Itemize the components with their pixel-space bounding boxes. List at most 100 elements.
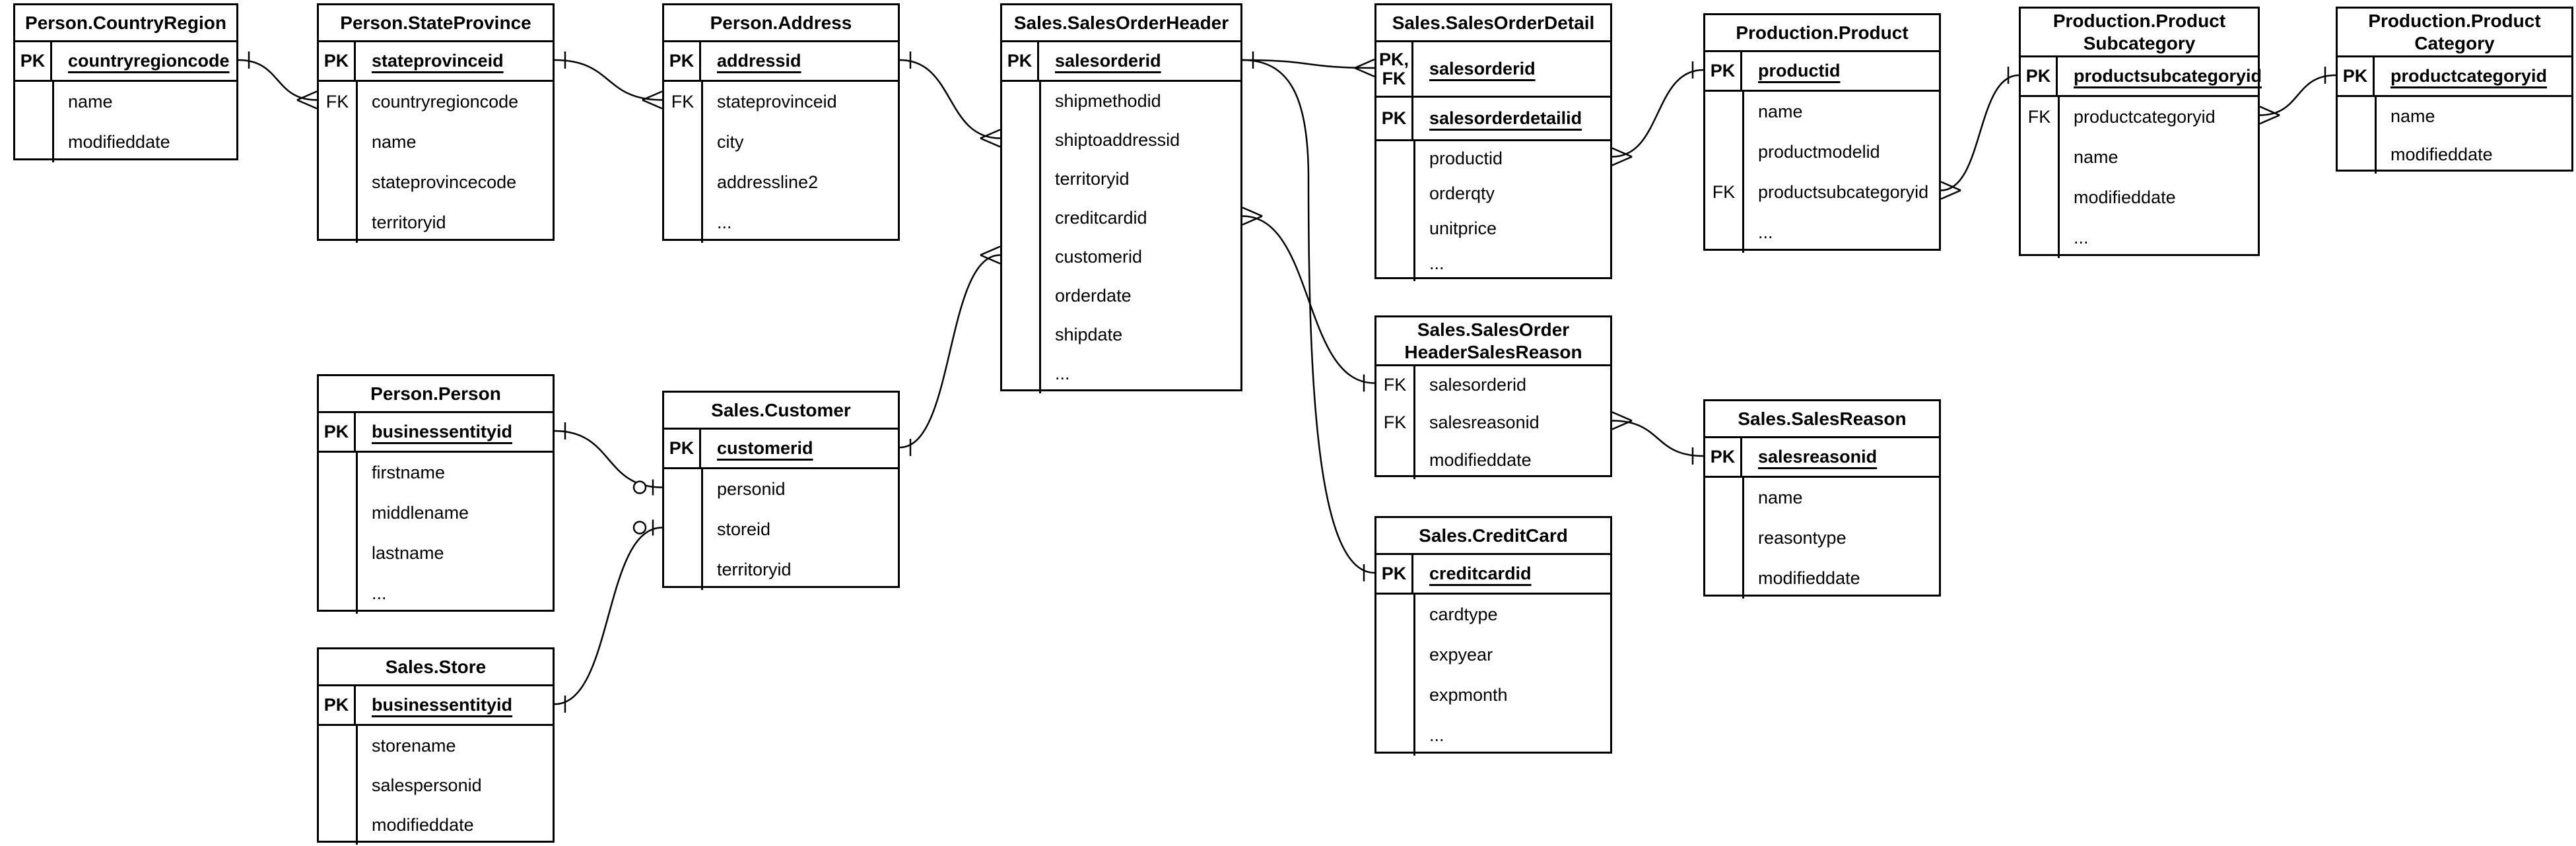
- key-badge: PK: [664, 42, 701, 80]
- crow-foot-stateprovince-address: [642, 90, 663, 101]
- column-label: countryregioncode: [68, 51, 230, 71]
- key-badge: FK: [1383, 412, 1407, 433]
- column-label: orderdate: [1055, 286, 1132, 306]
- key-badge: [319, 122, 356, 162]
- attribute-row: modifieddate: [2021, 178, 2258, 218]
- table-title: Sales.Customer: [664, 393, 898, 430]
- table-title-line: Person.Address: [710, 12, 852, 33]
- column-label: modifieddate: [1758, 568, 1860, 588]
- key-badge: [1002, 160, 1039, 199]
- column-label: name: [68, 92, 113, 112]
- attribute-row: name: [1705, 478, 1939, 518]
- attribute-row: customerid: [1002, 238, 1240, 277]
- column-label: name: [2074, 147, 2118, 167]
- key-badge: [1705, 212, 1742, 253]
- column-label: customerid: [1055, 247, 1143, 267]
- crow-foot-address-salesorderheader: [980, 129, 1001, 139]
- key-badge: [15, 122, 52, 162]
- key-badge: [1705, 558, 1742, 599]
- key-badge: [1376, 675, 1413, 715]
- column-label: personid: [717, 479, 786, 499]
- key-badge: [2338, 97, 2375, 135]
- crow-foot-salesorderdetail-product: [1611, 147, 1633, 158]
- column-label: unitprice: [1429, 218, 1497, 238]
- relationship-salesorderdetail-product: [1611, 69, 1704, 158]
- attribute-row: name: [15, 82, 236, 122]
- relationship-product-subcategory: [1940, 74, 2019, 191]
- attribute-row: name: [1705, 92, 1939, 132]
- attribute-row: FK productsubcategoryid: [1705, 172, 1939, 212]
- attribute-row: reasontype: [1705, 518, 1939, 558]
- attribute-row: storename: [319, 726, 553, 765]
- key-badge: PK: [1705, 438, 1742, 476]
- crow-foot-customer-salesorderheader: [980, 254, 1001, 265]
- key-badge: [1376, 176, 1413, 211]
- crow-foot-address-salesorderheader: [980, 137, 1001, 148]
- column-label: ...: [717, 212, 732, 232]
- crow-foot-sohsr-salesreason: [1611, 420, 1633, 430]
- crow-foot-product-subcategory: [1940, 189, 1961, 200]
- crow-foot-stateprovince-address: [642, 99, 663, 110]
- key-badge: [319, 765, 356, 805]
- zero-circle-store-customer: [632, 521, 647, 535]
- attribute-row: ...: [1376, 715, 1610, 756]
- table-title-line: Sales.SalesOrderHeader: [1013, 12, 1229, 33]
- attribute-row: name: [2021, 137, 2258, 178]
- key-badge: PK: [2338, 57, 2375, 95]
- attribute-row: unitprice: [1376, 211, 1610, 246]
- column-label: productsubcategoryid: [1758, 182, 1929, 202]
- column-label: reasontype: [1758, 528, 1847, 548]
- key-badge: PK: [15, 42, 52, 80]
- key-badge: PK: [1376, 98, 1413, 139]
- table-title-line: Person.StateProvince: [340, 12, 531, 33]
- crow-foot-product-subcategory: [1940, 181, 1961, 191]
- attribute-row: firstname: [319, 453, 553, 493]
- attribute-row: modifieddate: [1376, 441, 1610, 479]
- table-title-line: Sales.SalesOrderDetail: [1392, 12, 1595, 33]
- relationship-salesorderheader-salesorderdetail: [1242, 59, 1375, 69]
- column-label: ...: [1429, 725, 1444, 745]
- column-label: middlename: [372, 503, 469, 523]
- key-badge: PK: [664, 430, 701, 467]
- column-label: addressline2: [717, 172, 819, 192]
- crow-foot-sohsr-salesreason: [1611, 411, 1633, 422]
- table-title-line: Sales.Customer: [711, 399, 851, 420]
- attribute-row: addressline2: [664, 162, 898, 203]
- key-badge: FK: [325, 92, 349, 112]
- crow-foot-salesorderheader-sohsr: [1242, 215, 1263, 226]
- key-badge: [664, 550, 701, 590]
- key-badge: [319, 203, 356, 243]
- table-title-line: Person.Person: [370, 383, 501, 404]
- key-badge: [319, 162, 356, 203]
- relationship-person-customer: [554, 430, 663, 488]
- attribute-row: orderqty: [1376, 176, 1610, 211]
- table-title-line: Sales.CreditCard: [1419, 525, 1568, 546]
- key-badge: FK: [1712, 182, 1736, 203]
- column-label: countryregioncode: [372, 92, 519, 112]
- key-badge: [1002, 199, 1039, 238]
- column-label: productsubcategoryid: [2074, 66, 2262, 86]
- column-label: productid: [1429, 148, 1503, 168]
- attribute-row: modifieddate: [1705, 558, 1939, 599]
- key-badge: PK: [319, 413, 356, 451]
- column-label: ...: [1055, 364, 1070, 383]
- attribute-row: ...: [664, 203, 898, 243]
- table-title: Production.Product: [1705, 15, 1939, 52]
